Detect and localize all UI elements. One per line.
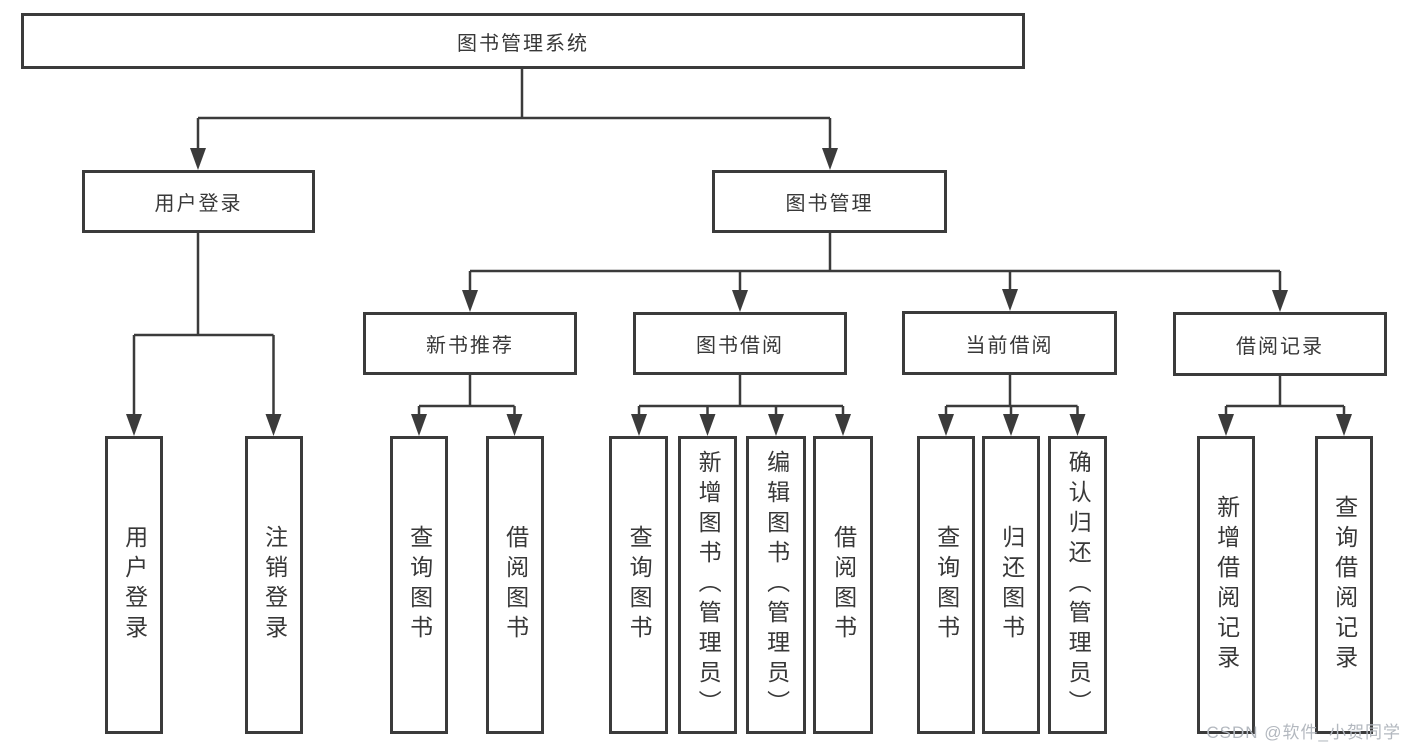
leaf-query-borrow-record: 查询借阅记录: [1315, 436, 1373, 734]
leaf-query-books-borrowing: 查询图书: [609, 436, 668, 734]
leaf-edit-books-admin-label: 编辑图书（管理员）: [763, 450, 790, 720]
arrowheads: [126, 148, 1352, 436]
csdn-watermark: CSDN @软件_小贺同学: [1206, 723, 1401, 742]
leaf-borrow-books-recommend-label: 借阅图书: [502, 525, 529, 645]
node-borrow-records-label: 借阅记录: [1236, 335, 1324, 358]
connector-lines: [132, 69, 1346, 418]
leaf-add-borrow-record-label: 新增借阅记录: [1213, 495, 1240, 675]
node-book-borrowing-label: 图书借阅: [696, 335, 784, 357]
leaf-return-books: 归还图书: [982, 436, 1040, 734]
leaf-borrow-books-recommend: 借阅图书: [486, 436, 544, 734]
leaf-logout: 注销登录: [245, 436, 303, 734]
leaf-user-login-label: 用户登录: [121, 525, 148, 645]
leaf-query-books-current-label: 查询图书: [933, 525, 960, 645]
node-book-borrowing: 图书借阅: [633, 312, 847, 375]
leaf-confirm-return-admin-label: 确认归还（管理员）: [1065, 450, 1092, 720]
leaf-query-books-current: 查询图书: [917, 436, 975, 734]
node-borrow-records: 借阅记录: [1173, 312, 1387, 376]
node-root: 图书管理系统: [21, 13, 1025, 69]
leaf-query-borrow-record-label: 查询借阅记录: [1331, 495, 1358, 675]
leaf-add-books-admin-label: 新增图书（管理员）: [695, 450, 722, 720]
leaf-edit-books-admin: 编辑图书（管理员）: [746, 436, 806, 734]
leaf-borrow-books: 借阅图书: [813, 436, 873, 734]
node-book-management: 图书管理: [712, 170, 947, 233]
leaf-logout-label: 注销登录: [261, 525, 288, 645]
node-user-login-branch-label: 用户登录: [154, 193, 243, 215]
node-current-borrowing-label: 当前借阅: [965, 334, 1054, 357]
leaf-query-books-recommend: 查询图书: [390, 436, 448, 734]
leaf-add-books-admin: 新增图书（管理员）: [678, 436, 737, 734]
leaf-return-books-label: 归还图书: [998, 525, 1025, 645]
node-user-login-branch: 用户登录: [82, 170, 315, 233]
leaf-query-books-recommend-label: 查询图书: [406, 525, 433, 645]
node-book-management-label: 图书管理: [785, 193, 874, 215]
leaf-add-borrow-record: 新增借阅记录: [1197, 436, 1255, 734]
node-new-book-recommend: 新书推荐: [363, 312, 577, 375]
leaf-user-login: 用户登录: [105, 436, 163, 734]
node-new-book-recommend-label: 新书推荐: [426, 335, 514, 357]
leaf-borrow-books-label: 借阅图书: [830, 525, 857, 645]
node-current-borrowing: 当前借阅: [902, 311, 1117, 375]
leaf-query-books-borrowing-label: 查询图书: [626, 525, 653, 645]
node-root-label: 图书管理系统: [457, 32, 589, 55]
leaf-confirm-return-admin: 确认归还（管理员）: [1048, 436, 1107, 734]
